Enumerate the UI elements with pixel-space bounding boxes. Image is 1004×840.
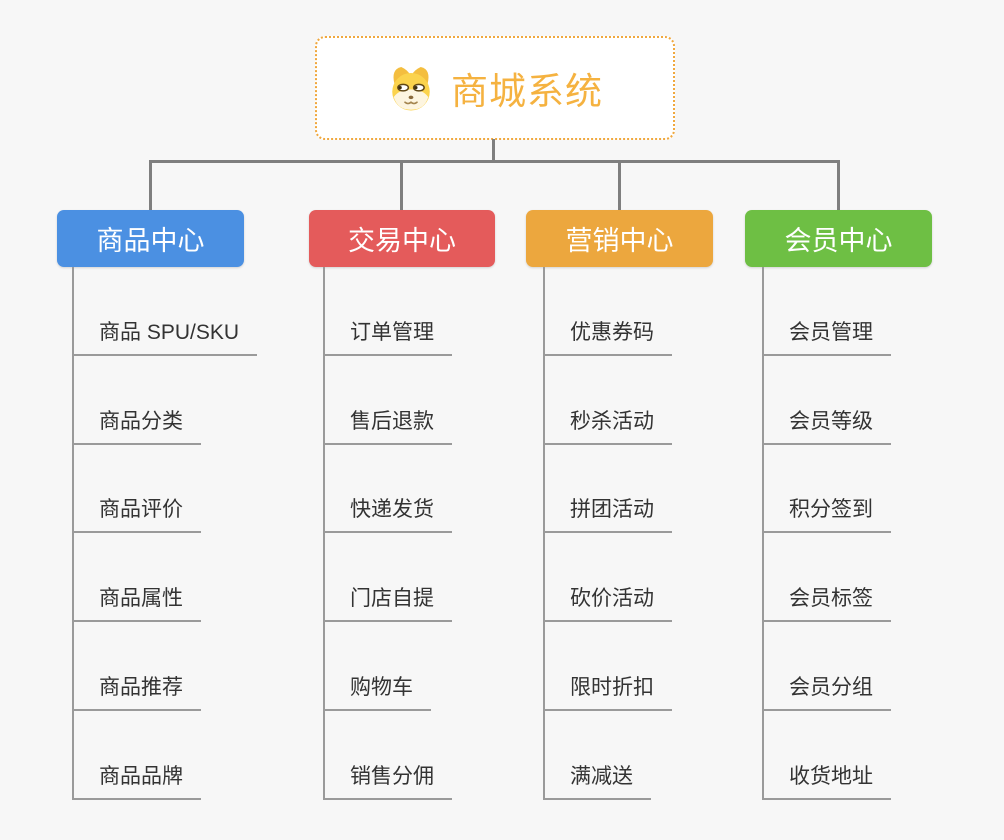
connector-root-stem	[492, 139, 495, 162]
subtopic-label: 商品品牌	[72, 760, 201, 800]
branch-trunk-line	[762, 267, 764, 800]
subtopic-label: 会员管理	[762, 316, 891, 356]
subtopic-label: 售后退款	[323, 405, 452, 445]
subtopic-label: 优惠券码	[543, 316, 672, 356]
subtopic-item[interactable]: 会员标签	[762, 533, 891, 623]
subtopic-label: 会员分组	[762, 671, 891, 711]
subtopic-label: 满减送	[543, 760, 651, 800]
subtopic-item[interactable]: 会员分组	[762, 622, 891, 711]
connector-drop	[149, 162, 152, 211]
subtopic-label: 积分签到	[762, 493, 891, 534]
subtopic-item[interactable]: 秒杀活动	[543, 356, 672, 445]
subtopic-label: 订单管理	[323, 316, 452, 356]
branch-trunk-line	[72, 267, 74, 800]
subtopic-item[interactable]: 商品 SPU/SKU	[72, 267, 258, 356]
subtopic-item[interactable]: 快递发货	[323, 445, 452, 534]
root-topic[interactable]: 商城系统	[315, 36, 675, 140]
subtopic-item[interactable]: 商品属性	[72, 533, 257, 623]
subtopic-label: 商品属性	[72, 582, 201, 623]
branch-column-trade: 订单管理 售后退款 快递发货 门店自提 购物车 销售分佣	[323, 267, 452, 800]
subtopic-label: 销售分佣	[323, 760, 452, 800]
subtopic-item[interactable]: 订单管理	[323, 267, 452, 356]
subtopic-item[interactable]: 优惠券码	[543, 267, 672, 356]
subtopic-label: 商品 SPU/SKU	[72, 316, 258, 356]
subtopic-item[interactable]: 满减送	[543, 711, 672, 800]
branch-column-member: 会员管理 会员等级 积分签到 会员标签 会员分组 收货地址	[762, 267, 891, 800]
subtopic-label: 商品评价	[72, 493, 201, 534]
subtopic-item[interactable]: 限时折扣	[543, 622, 672, 711]
subtopic-item[interactable]: 售后退款	[323, 356, 452, 445]
branch-trunk-line	[543, 267, 545, 800]
subtopic-item[interactable]: 购物车	[323, 622, 452, 711]
subtopic-label: 会员等级	[762, 405, 891, 445]
subtopic-label: 会员标签	[762, 582, 891, 623]
subtopic-item[interactable]: 拼团活动	[543, 445, 672, 534]
subtopic-label: 限时折扣	[543, 671, 672, 711]
subtopic-item[interactable]: 积分签到	[762, 445, 891, 534]
subtopic-item[interactable]: 商品推荐	[72, 622, 257, 711]
connector-drop	[400, 162, 403, 211]
subtopic-label: 购物车	[323, 671, 431, 711]
subtopic-label: 商品推荐	[72, 671, 201, 711]
subtopic-item[interactable]: 收货地址	[762, 711, 891, 800]
connector-bus	[149, 160, 840, 163]
branch-node-marketing[interactable]: 营销中心	[526, 210, 713, 267]
subtopic-item[interactable]: 商品分类	[72, 356, 257, 445]
connector-drop	[837, 162, 840, 211]
subtopic-label: 拼团活动	[543, 493, 672, 534]
subtopic-label: 商品分类	[72, 405, 201, 445]
root-topic-title: 商城系统	[451, 71, 603, 112]
subtopic-label: 快递发货	[323, 493, 452, 534]
subtopic-item[interactable]: 商品品牌	[72, 711, 257, 800]
branch-node-goods[interactable]: 商品中心	[57, 210, 244, 267]
branch-trunk-line	[323, 267, 325, 800]
branch-column-goods: 商品 SPU/SKU 商品分类 商品评价 商品属性 商品推荐 商品品牌	[72, 267, 258, 800]
subtopic-item[interactable]: 会员管理	[762, 267, 891, 356]
branch-node-member[interactable]: 会员中心	[745, 210, 932, 267]
subtopic-item[interactable]: 销售分佣	[323, 711, 452, 800]
subtopic-item[interactable]: 会员等级	[762, 356, 891, 445]
dog-face-icon	[387, 64, 435, 112]
subtopic-label: 砍价活动	[543, 582, 672, 623]
branch-node-trade[interactable]: 交易中心	[309, 210, 495, 267]
subtopic-item[interactable]: 商品评价	[72, 445, 257, 534]
subtopic-item[interactable]: 砍价活动	[543, 533, 672, 623]
branch-column-marketing: 优惠券码 秒杀活动 拼团活动 砍价活动 限时折扣 满减送	[543, 267, 672, 800]
subtopic-label: 秒杀活动	[543, 405, 672, 445]
connector-drop	[618, 162, 621, 211]
subtopic-label: 收货地址	[762, 760, 891, 800]
subtopic-label: 门店自提	[323, 582, 452, 623]
subtopic-item[interactable]: 门店自提	[323, 533, 452, 623]
